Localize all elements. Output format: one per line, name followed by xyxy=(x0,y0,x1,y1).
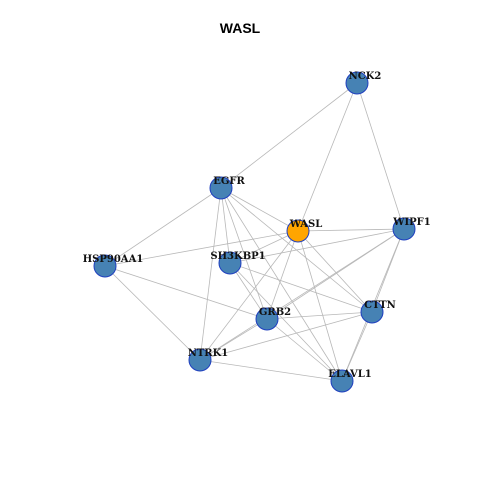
edge-grb2-elavl1 xyxy=(266,318,343,382)
edge-hsp90aa1-grb2 xyxy=(104,265,268,320)
edge-sh3kbp1-elavl1 xyxy=(229,262,343,382)
node-elavl1 xyxy=(330,369,354,393)
node-label-hsp90aa1: HSP90AA1 xyxy=(83,254,144,265)
edge-wasl-grb2 xyxy=(266,230,299,320)
edge-egfr-grb2 xyxy=(220,187,268,320)
node-label-cttn: CTTN xyxy=(364,300,396,311)
edge-cttn-ntrk1 xyxy=(199,311,373,361)
edge-hsp90aa1-ntrk1 xyxy=(104,265,201,361)
edge-wasl-hsp90aa1 xyxy=(104,230,299,267)
edge-egfr-hsp90aa1 xyxy=(104,187,222,267)
node-label-sh3kbp1: SH3KBP1 xyxy=(210,251,265,262)
node-sh3kbp1 xyxy=(218,251,242,275)
edge-ntrk1-elavl1 xyxy=(199,359,343,382)
edge-cttn-elavl1 xyxy=(341,311,373,382)
edge-grb2-cttn xyxy=(266,311,373,320)
edge-egfr-sh3kbp1 xyxy=(220,187,231,264)
edge-nck2-wipf1 xyxy=(356,82,405,230)
node-label-wipf1: WIPF1 xyxy=(392,217,431,228)
edge-egfr-elavl1 xyxy=(220,187,343,382)
node-wasl xyxy=(286,219,310,243)
node-label-ntrk1: NTRK1 xyxy=(188,348,229,359)
node-label-grb2: GRB2 xyxy=(259,307,291,318)
edge-wasl-elavl1 xyxy=(297,230,343,382)
edge-egfr-ntrk1 xyxy=(199,187,222,361)
node-label-nck2: NCK2 xyxy=(349,71,382,82)
edge-nck2-wasl xyxy=(297,82,358,232)
node-label-wasl: WASL xyxy=(289,219,323,230)
edge-grb2-ntrk1 xyxy=(199,318,268,361)
node-label-elavl1: ELAVL1 xyxy=(328,369,371,380)
edge-sh3kbp1-cttn xyxy=(229,262,373,313)
edge-wipf1-ntrk1 xyxy=(199,228,405,361)
node-wipf1 xyxy=(392,217,416,241)
node-nck2 xyxy=(345,71,369,95)
edge-layer xyxy=(104,82,405,382)
node-ntrk1 xyxy=(188,348,212,372)
edge-wasl-cttn xyxy=(297,230,373,313)
node-egfr xyxy=(209,176,233,200)
node-layer xyxy=(93,71,416,393)
node-hsp90aa1 xyxy=(93,254,117,278)
node-grb2 xyxy=(255,307,279,331)
edge-nck2-egfr xyxy=(220,82,358,189)
node-cttn xyxy=(360,300,384,324)
edge-egfr-wasl xyxy=(220,187,299,232)
edge-wipf1-sh3kbp1 xyxy=(229,228,405,264)
edge-wasl-wipf1 xyxy=(297,228,405,232)
plot-title: WASL xyxy=(219,20,261,36)
node-label-egfr: EGFR xyxy=(213,176,245,187)
edge-wasl-sh3kbp1 xyxy=(229,230,299,264)
